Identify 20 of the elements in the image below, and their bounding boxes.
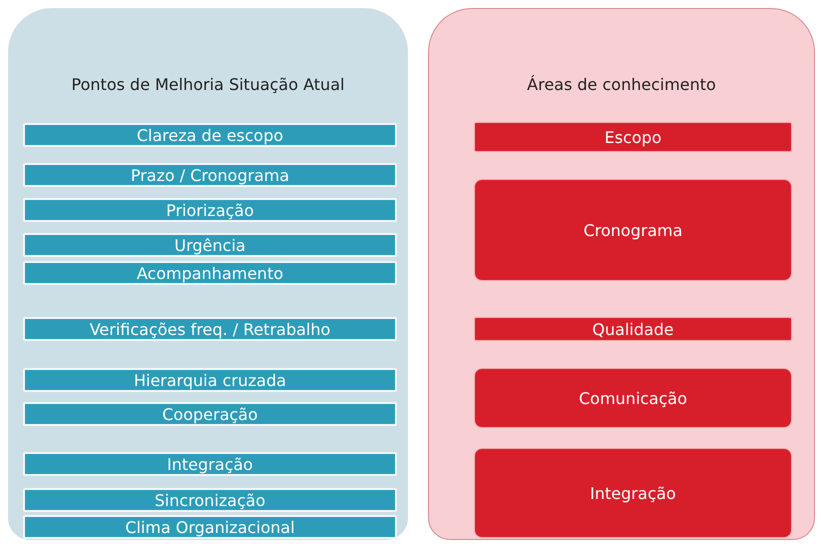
knowledge-area-box: Integração [474,448,792,538]
improvement-bar: Acompanhamento [23,261,397,285]
improvement-bar: Priorização [23,198,397,222]
knowledge-area-box: Cronograma [474,179,792,281]
improvement-bar: Cooperação [23,402,397,426]
column-heading: Pontos de Melhoria Situação Atual [70,75,346,94]
improvement-bar: Urgência [23,233,397,257]
column-panel [428,8,815,540]
improvement-bar: Sincronização [23,488,397,512]
knowledge-area-box: Comunicação [474,368,792,428]
improvement-bar: Clima Organizacional [23,515,397,539]
improvement-bar: Integração [23,452,397,476]
column-heading: Áreas de conhecimento [526,75,717,94]
improvement-bar: Hierarquia cruzada [23,368,397,392]
column-panel [8,8,408,540]
improvement-bar: Clareza de escopo [23,123,397,147]
knowledge-area-box: Qualidade [474,317,792,341]
improvement-bar: Verificações freq. / Retrabalho [23,317,397,341]
improvement-bar: Prazo / Cronograma [23,163,397,187]
knowledge-area-box: Escopo [474,122,792,152]
